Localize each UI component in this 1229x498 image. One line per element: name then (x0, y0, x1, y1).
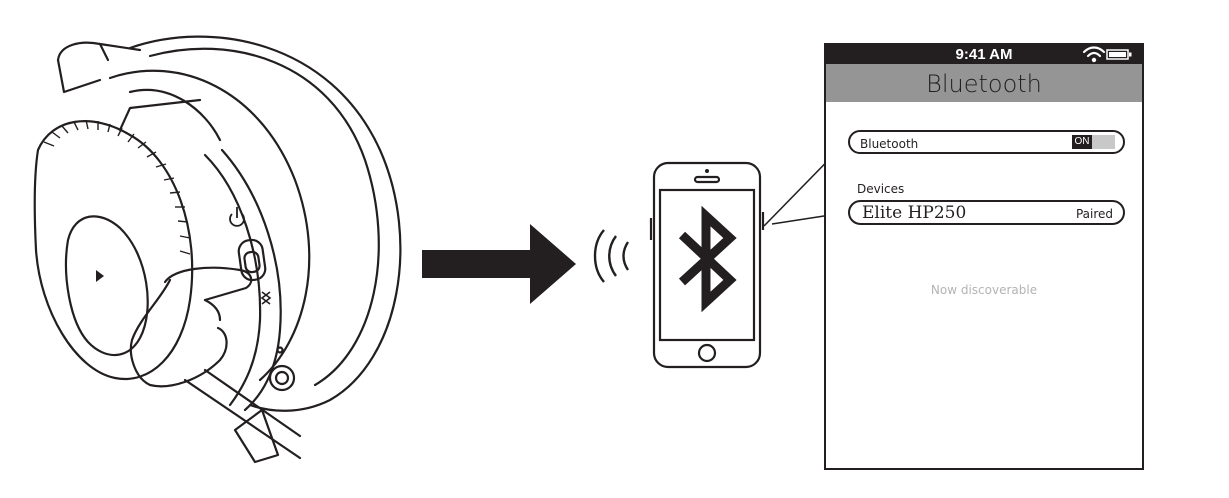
bluetooth-toggle[interactable]: ON (1072, 135, 1115, 149)
signal-waves-icon (593, 229, 630, 283)
discoverable-status: Now discoverable (930, 283, 1038, 297)
device-row[interactable]: Elite HP250 Paired (848, 200, 1125, 225)
device-name: Elite HP250 (862, 203, 967, 223)
bluetooth-row-label: Bluetooth (860, 137, 919, 151)
bluetooth-icon (678, 205, 737, 313)
page-title: Bluetooth (926, 70, 1042, 98)
status-time: 9:41 AM (955, 46, 1013, 63)
status-bar: 9:41 AM (826, 45, 1142, 64)
phone-illustration (649, 161, 765, 369)
bluetooth-setting-row[interactable]: Bluetooth ON (848, 130, 1125, 154)
devices-heading: Devices (857, 182, 905, 196)
toggle-on-label: ON (1072, 135, 1092, 149)
power-icon (229, 207, 245, 227)
battery-icon (1106, 49, 1132, 60)
title-bar: Bluetooth (826, 64, 1142, 102)
headset-illustration (33, 35, 402, 464)
arrow-right-icon (422, 224, 576, 304)
device-status: Paired (1075, 207, 1113, 221)
wifi-icon (1082, 46, 1106, 63)
bluetooth-settings-screen: 9:41 AM Bluetooth Bluetooth ON Devices E… (824, 43, 1144, 470)
